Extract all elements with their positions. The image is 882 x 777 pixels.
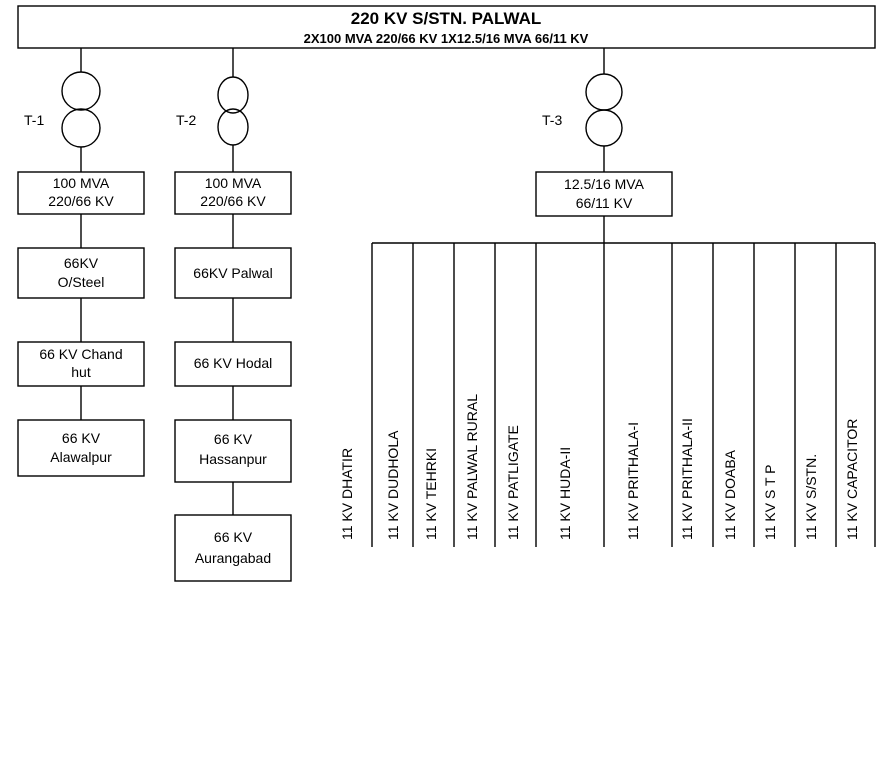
feeder-11kv-label-5: 11 KV PATLIGATE — [505, 425, 521, 540]
t3-label: T-3 — [542, 112, 562, 128]
t2-feeder-3-line1: 66 KV — [214, 431, 253, 447]
t1-rating-kv: 220/66 KV — [48, 193, 114, 209]
substation-title: 220 KV S/STN. PALWAL — [351, 9, 542, 28]
t2-rating-box — [174, 171, 292, 215]
t1-feeder-1-line1: 66KV — [64, 255, 99, 271]
t1-feeder-2-line2: hut — [71, 364, 91, 380]
t2-rating-kv: 220/66 KV — [200, 193, 266, 209]
t1-rating-box — [17, 171, 145, 215]
feeder-11kv-label-8: 11 KV PRITHALA-II — [679, 418, 695, 540]
feeder-11kv-label-4: 11 KV PALWAL RURAL — [464, 394, 480, 540]
t2-rating-mva: 100 MVA — [205, 175, 262, 191]
feeder-11kv-label-3: 11 KV TEHRKI — [423, 448, 439, 540]
t2-feeder-4-line1: 66 KV — [214, 529, 253, 545]
t1-feeder-box-2 — [17, 341, 145, 387]
t1-feeder-1-line2: O/Steel — [58, 274, 105, 290]
t1-primary-winding-icon — [61, 71, 101, 111]
t2-feeder-box-1 — [174, 247, 292, 299]
t3-feeder-labels: 11 KV DHATIR 11 KV DUDHOLA 11 KV TEHRKI 11 … — [339, 394, 860, 540]
header-box: 220 KV S/STN. PALWAL 2X100 MVA 220/66 KV… — [17, 5, 876, 49]
t2-feeder-1-line1: 66KV Palwal — [193, 265, 272, 281]
t3-secondary-winding-icon — [585, 109, 623, 147]
feeder-11kv-label-1: 11 KV DHATIR — [339, 448, 355, 540]
t1-feeder-box-1 — [17, 247, 145, 299]
t3-primary-winding-icon — [585, 73, 623, 111]
t2-label: T-2 — [176, 112, 196, 128]
t1-branch: T-1 100 MVA 220/66 KV 66KV O/Steel 66 KV… — [17, 48, 145, 477]
feeder-11kv-label-9: 11 KV DOABA — [722, 449, 738, 540]
t1-feeder-3-line1: 66 KV — [62, 430, 101, 446]
substation-subtitle: 2X100 MVA 220/66 KV 1X12.5/16 MVA 66/11 … — [304, 31, 589, 46]
t2-feeder-box-3 — [174, 419, 292, 483]
t3-rating-mva: 12.5/16 MVA — [564, 176, 645, 192]
feeder-11kv-label-2: 11 KV DUDHOLA — [385, 430, 401, 540]
t1-secondary-winding-icon — [61, 108, 101, 148]
feeder-11kv-label-11: 11 KV S/STN. — [803, 454, 819, 540]
feeder-11kv-label-12: 11 KV CAPACITOR — [844, 419, 860, 540]
t1-feeder-2-line1: 66 KV Chand — [39, 346, 122, 362]
feeder-11kv-label-10: 11 KV S T P — [762, 465, 778, 541]
t2-branch: T-2 100 MVA 220/66 KV 66KV Palwal 66 KV … — [174, 48, 292, 582]
t3-rating-kv: 66/11 KV — [576, 195, 633, 211]
t2-feeder-4-line2: Aurangabad — [195, 550, 271, 566]
t1-rating-mva: 100 MVA — [53, 175, 110, 191]
t2-feeder-2-line1: 66 KV Hodal — [194, 355, 273, 371]
t2-secondary-winding-icon — [217, 108, 249, 146]
t2-primary-winding-icon — [217, 76, 249, 114]
t3-feeder-dividers — [371, 243, 876, 547]
feeder-11kv-label-6: 11 KV HUDA-II — [557, 447, 573, 540]
t2-feeder-3-line2: Hassanpur — [199, 451, 267, 467]
t1-feeder-box-3 — [17, 419, 145, 477]
t3-rating-box — [535, 171, 673, 217]
t2-feeder-box-2 — [174, 341, 292, 387]
t2-feeder-box-4 — [174, 514, 292, 582]
feeder-11kv-label-7: 11 KV PRITHALA-I — [625, 422, 641, 540]
t1-feeder-3-line2: Alawalpur — [50, 449, 112, 465]
t1-label: T-1 — [24, 112, 44, 128]
